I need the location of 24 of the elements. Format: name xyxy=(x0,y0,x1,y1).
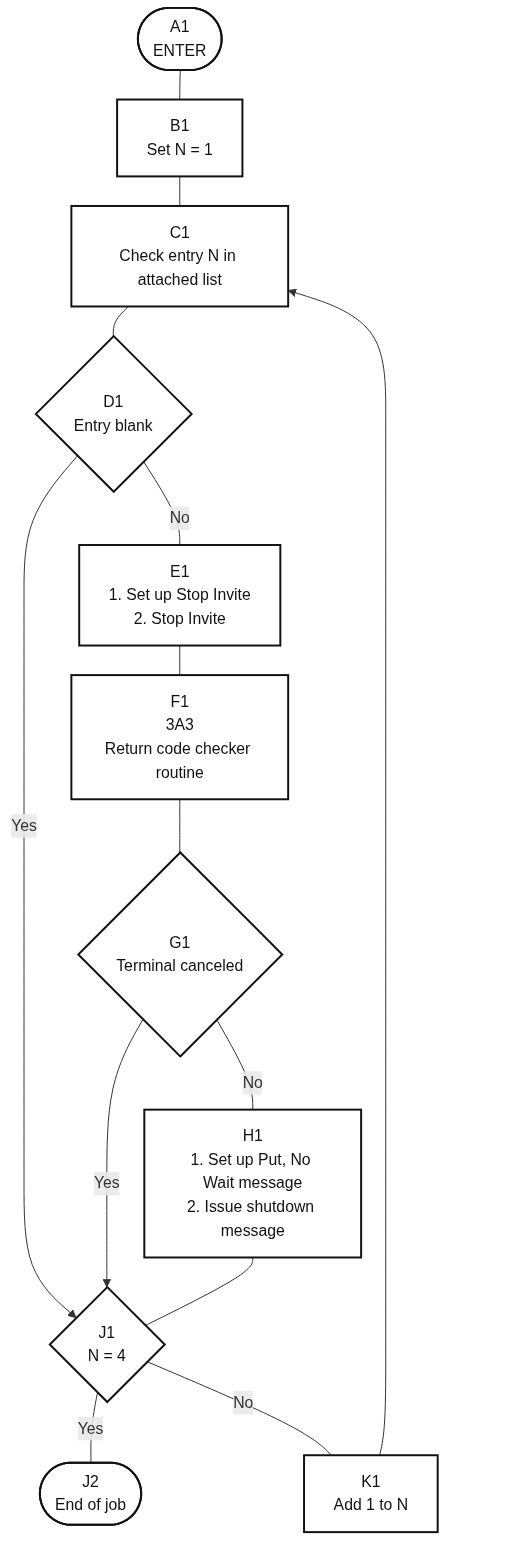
node-box: E1 1. Set up Stop Invite 2. Stop Invite xyxy=(78,544,282,647)
node-diamond: D1 Entry blank xyxy=(34,334,193,494)
node-box: B1 Set N = 1 xyxy=(116,98,244,178)
connector xyxy=(179,645,181,676)
connector xyxy=(144,1256,254,1326)
edge-label: No xyxy=(169,509,190,527)
edge-label: Yes xyxy=(77,1419,104,1437)
node-diamond: G1 Terminal canceled xyxy=(76,851,284,1058)
connector xyxy=(216,1019,254,1111)
connector xyxy=(143,461,181,546)
edge-label: Yes xyxy=(93,1174,120,1192)
connector xyxy=(179,798,181,853)
edge-label: No xyxy=(233,1393,254,1411)
connector xyxy=(179,175,181,207)
connector xyxy=(179,69,181,101)
node-box: H1 1. Set up Put, No Wait message 2. Issue shutdown message xyxy=(143,1108,363,1259)
edge-label: No xyxy=(242,1074,263,1091)
connector xyxy=(112,306,129,337)
node-box: F1 3A3 Return code checker routine xyxy=(70,674,290,801)
node-diamond: J1 N = 4 xyxy=(48,1285,167,1404)
node-box: K1 Add 1 to N xyxy=(303,1454,439,1534)
node-box: C1 Check entry N in attached list xyxy=(70,205,290,308)
edge-label: Yes xyxy=(11,817,37,834)
connector xyxy=(146,1361,333,1456)
